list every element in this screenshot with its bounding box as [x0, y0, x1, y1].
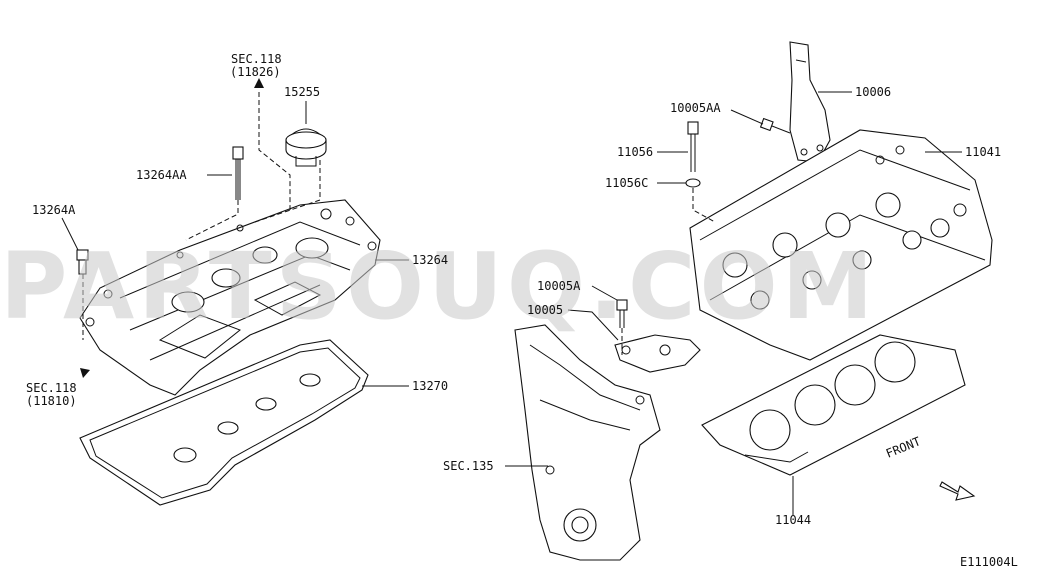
sec118-bottom-arrow: [80, 368, 90, 378]
assembly-lines: [82, 92, 716, 355]
sec118-top-arrow: [254, 78, 264, 88]
label-sec118-bottom-ref[interactable]: (11810): [26, 394, 77, 408]
bolt-10005AA[interactable]: [759, 117, 791, 134]
front-arrow-icon: [939, 481, 976, 501]
label-10006[interactable]: 10006: [855, 85, 891, 99]
bolt-10005A[interactable]: [616, 299, 628, 328]
engine-mount-bracket[interactable]: [789, 41, 831, 163]
label-11056[interactable]: 11056: [617, 145, 653, 159]
diagram-code: E111004L: [960, 555, 1018, 569]
label-13270[interactable]: 13270: [412, 379, 448, 393]
label-sec118-top-ref[interactable]: (11826): [230, 65, 281, 79]
front-label: FRONT: [884, 434, 923, 461]
cylinder-head[interactable]: [689, 129, 993, 361]
label-sec118-bottom[interactable]: SEC.118: [26, 381, 77, 395]
cylinder-head-gasket[interactable]: [701, 334, 966, 476]
bolt-13264AA[interactable]: [232, 146, 244, 200]
label-13264AA[interactable]: 13264AA: [136, 168, 187, 182]
leader-lines: [61, 91, 962, 515]
label-13264[interactable]: 13264: [412, 253, 448, 267]
label-10005AA[interactable]: 10005AA: [670, 101, 721, 115]
label-sec135[interactable]: SEC.135: [443, 459, 494, 473]
oil-filler-cap[interactable]: [285, 128, 327, 167]
head-bolt-11056[interactable]: [687, 121, 699, 172]
label-10005[interactable]: 10005: [527, 303, 563, 317]
rocker-cover[interactable]: [79, 199, 381, 396]
rocker-cover-gasket[interactable]: [79, 339, 369, 506]
label-11056C[interactable]: 11056C: [605, 176, 648, 190]
front-timing-cover[interactable]: [514, 324, 661, 561]
label-13264A[interactable]: 13264A: [32, 203, 76, 217]
label-10005A[interactable]: 10005A: [537, 279, 581, 293]
label-11041[interactable]: 11041: [965, 145, 1001, 159]
timing-bracket-10005[interactable]: [614, 334, 701, 373]
watermark: PARTSOUQ.COM: [0, 233, 877, 340]
label-sec118-top[interactable]: SEC.118: [231, 52, 282, 66]
label-15255[interactable]: 15255: [284, 85, 320, 99]
label-11044[interactable]: 11044: [775, 513, 811, 527]
washer-11056C[interactable]: [685, 178, 701, 188]
